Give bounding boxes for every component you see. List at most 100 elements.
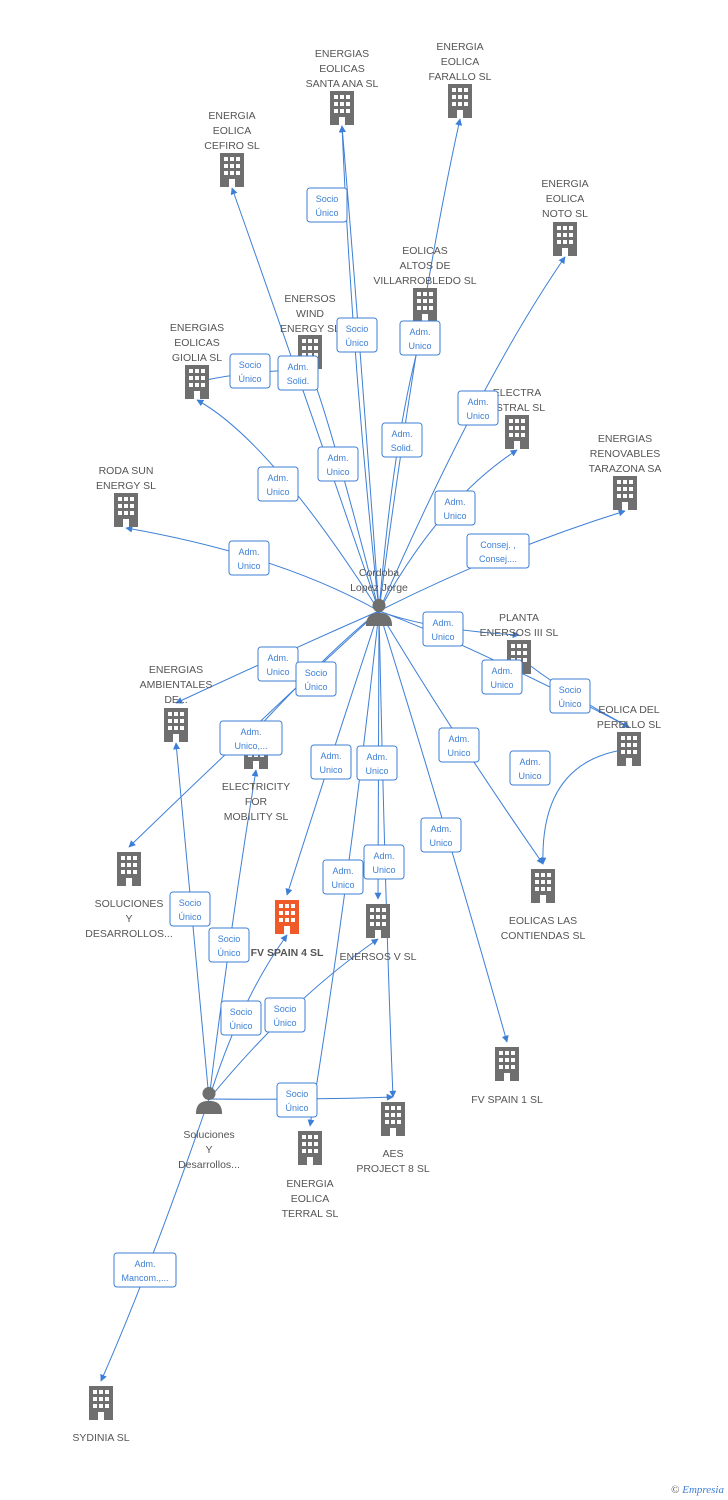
person-node-soluciones_p[interactable]: SolucionesYDesarrollos...: [178, 1086, 240, 1171]
node-label-line: DESARROLLOS...: [85, 928, 173, 940]
building-icon: [617, 732, 641, 766]
edge-label[interactable]: Adm.Solid.: [381, 422, 423, 458]
relation-edge: [100, 1098, 210, 1382]
edge-label[interactable]: Adm.Unico: [481, 659, 523, 695]
edge-label-box: [169, 891, 211, 927]
edge-label[interactable]: Adm.Unico: [422, 611, 464, 647]
edge-label[interactable]: Adm.Unico: [257, 646, 299, 682]
node-label-line: NOTO SL: [542, 208, 588, 220]
edge-label[interactable]: Adm.Unico,...: [219, 720, 283, 756]
edge-label-box: [434, 490, 476, 526]
building-icon: [613, 476, 637, 510]
edge-label-text: Adm.: [444, 497, 465, 507]
edge-label-text: Unico: [319, 765, 342, 775]
edge-label-text: Unico: [331, 880, 354, 890]
edge-label-box: [322, 859, 364, 895]
node-label-line: SYDINIA SL: [72, 1432, 129, 1444]
edge-label-box: [317, 446, 359, 482]
company-node-sydinia[interactable]: SYDINIA SL: [72, 1386, 130, 1444]
company-node-fv4[interactable]: FV SPAIN 4 SL: [251, 900, 324, 959]
node-label-line: SANTA ANA SL: [306, 78, 379, 90]
company-node-fv1[interactable]: FV SPAIN 1 SL: [471, 1047, 543, 1106]
node-label-line: RODA SUN: [99, 465, 154, 477]
edge-label[interactable]: Adm.Unico: [356, 745, 398, 781]
node-label-line: Cordoba: [359, 567, 399, 579]
node-label-line: SOLUCIONES: [95, 898, 164, 910]
edge-label[interactable]: Adm.Unico: [434, 490, 476, 526]
edge-label-box: [295, 661, 337, 697]
edge-label[interactable]: Adm.Unico: [257, 466, 299, 502]
edge-label[interactable]: Adm.Unico: [438, 727, 480, 763]
company-node-ambientales[interactable]: ENERGIASAMBIENTALESDE...: [140, 664, 213, 742]
edge-label[interactable]: Adm.Unico: [399, 320, 441, 356]
node-label-line: FOR: [245, 796, 268, 808]
edge-label[interactable]: Adm.Mancom.,...: [113, 1252, 177, 1288]
edge-label[interactable]: Consej. ,Consej....: [466, 533, 530, 569]
building-icon: [381, 1102, 405, 1136]
edge-label[interactable]: Adm.Solid.: [277, 355, 319, 391]
edge-labels-layer: SocioÚnicoSocioÚnicoAdm.UnicoAdm.UnicoAd…: [113, 187, 591, 1288]
edge-label-text: Unico: [326, 467, 349, 477]
edge-label[interactable]: Adm.Unico: [228, 540, 270, 576]
edge-label[interactable]: Adm.Unico: [317, 446, 359, 482]
edge-label[interactable]: Adm.Unico: [322, 859, 364, 895]
node-label-line: FARALLO SL: [428, 71, 491, 83]
edge-label[interactable]: Adm.Unico: [310, 744, 352, 780]
building-icon: [330, 91, 354, 125]
edge-label[interactable]: Adm.Unico: [509, 750, 551, 786]
edge-label-text: Unico: [266, 667, 289, 677]
edge-label-text: Adm.: [519, 757, 540, 767]
company-node-soluciones_co[interactable]: SOLUCIONESYDESARROLLOS...: [85, 852, 173, 940]
edge-label-text: Consej....: [479, 554, 517, 564]
edge-label-text: Solid.: [287, 376, 310, 386]
node-label-line: FV SPAIN 4 SL: [251, 947, 324, 959]
brand-watermark[interactable]: © Empresia: [671, 1484, 724, 1496]
node-label-line: CEFIRO SL: [204, 140, 260, 152]
edge-label[interactable]: Adm.Unico: [363, 844, 405, 880]
edge-label-text: Único: [285, 1103, 308, 1113]
edge-label-box: [481, 659, 523, 695]
building-icon: [164, 708, 188, 742]
edge-label[interactable]: Adm.Unico: [457, 390, 499, 426]
node-label-line: ENERGIA: [436, 41, 483, 53]
edge-label-box: [228, 540, 270, 576]
company-node-enersos_v[interactable]: ENERSOS V SL: [339, 904, 417, 963]
edge-label[interactable]: Adm.Unico: [420, 817, 462, 853]
edge-label-text: Único: [238, 374, 261, 384]
node-label-line: GIOLIA SL: [172, 352, 222, 364]
edge-label-box: [356, 745, 398, 781]
edge-label-box: [276, 1082, 318, 1118]
edge-label-text: Adm.: [238, 547, 259, 557]
node-label-line: EOLICAS LAS: [509, 915, 577, 927]
node-label-line: Lopez Jorge: [350, 582, 408, 594]
edge-label-text: Adm.: [366, 752, 387, 762]
